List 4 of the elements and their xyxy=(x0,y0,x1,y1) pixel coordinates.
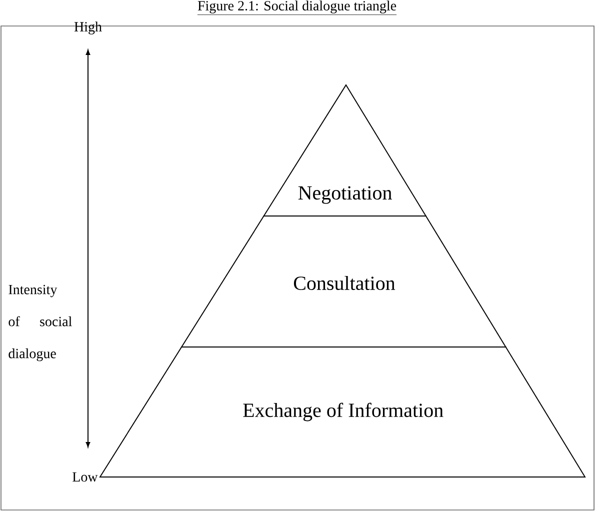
figure-title: Figure 2.1: Social dialogue triangle xyxy=(197,0,397,15)
axis-label: Low xyxy=(72,472,98,482)
axis-label: Intensity of social dialogue xyxy=(8,284,72,362)
axis-label: High xyxy=(74,22,102,34)
